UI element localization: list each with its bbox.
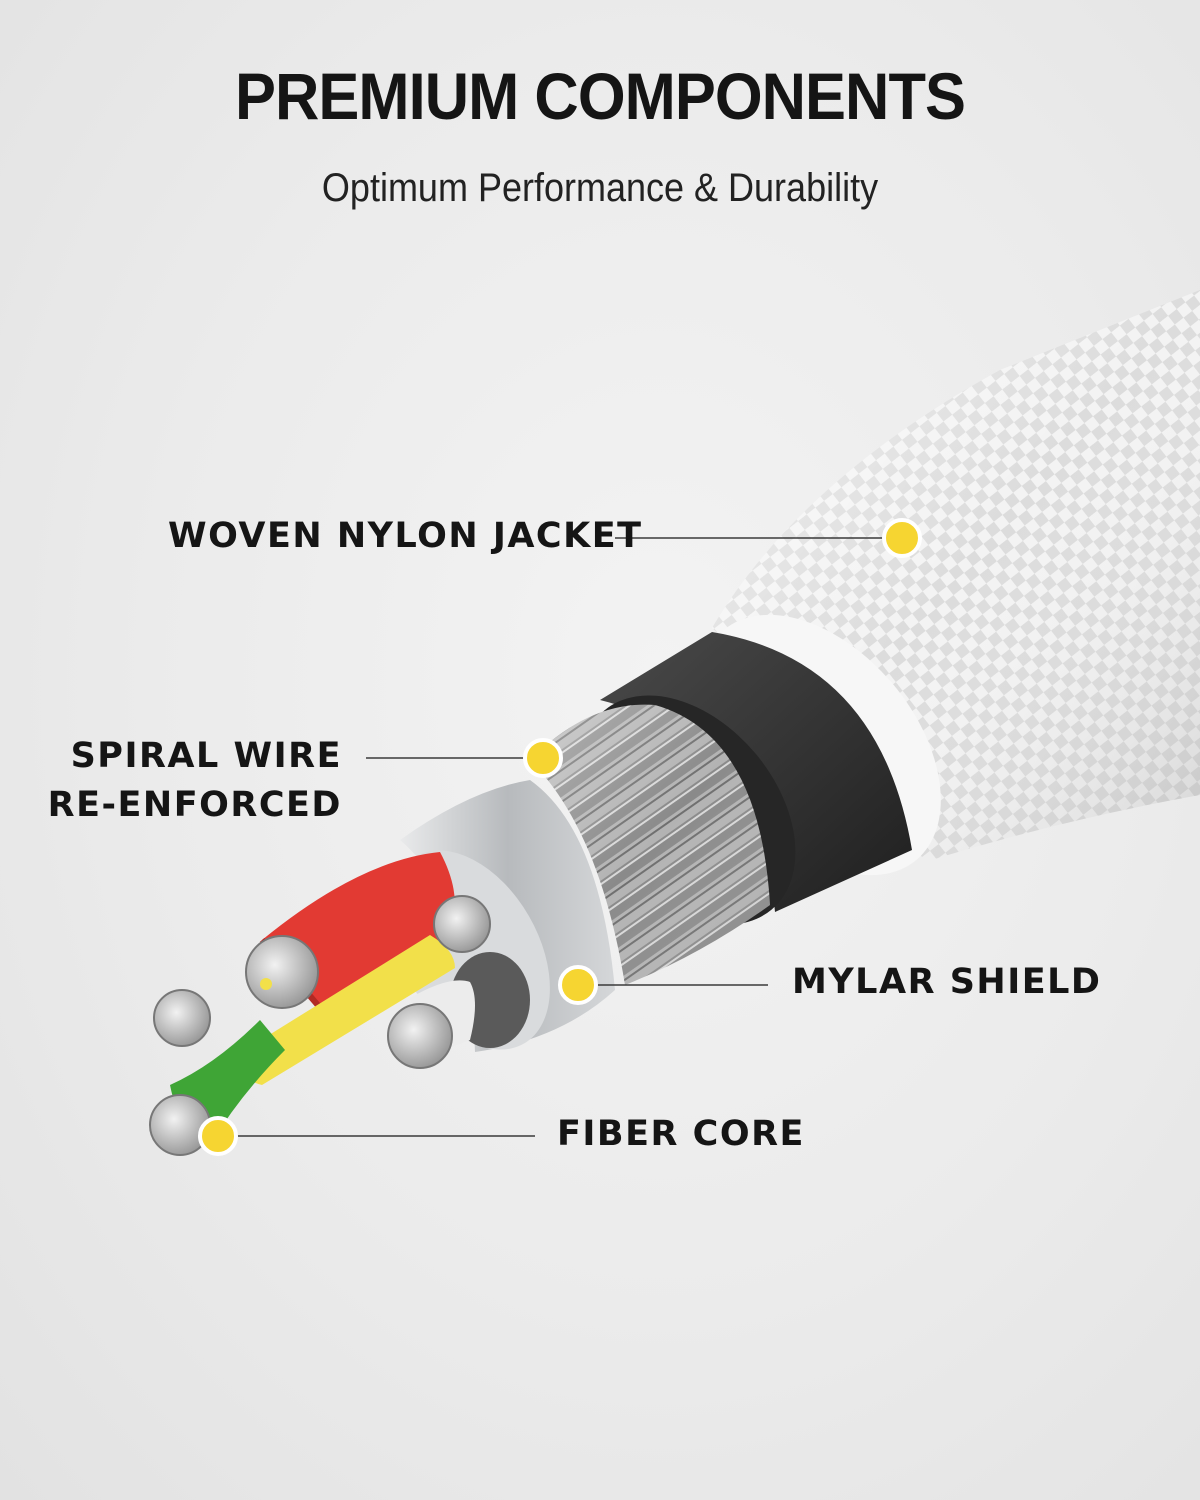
label-spiral-wire-line1: SPIRAL WIRE bbox=[70, 736, 342, 776]
spiral-wire-braid bbox=[530, 704, 770, 985]
callout-markers bbox=[198, 518, 922, 1156]
marker-dot-fiber bbox=[198, 1116, 238, 1156]
label-spiral-wire-line2: RE-ENFORCED bbox=[47, 785, 342, 825]
label-woven-nylon-jacket: WOVEN NYLON JACKET bbox=[168, 516, 643, 556]
marker-dot-spiral bbox=[523, 738, 563, 778]
label-mylar-shield: MYLAR SHIELD bbox=[792, 962, 1102, 1002]
leader-lines bbox=[218, 537, 902, 1137]
marker-dot-mylar bbox=[558, 965, 598, 1005]
marker-dot-jacket bbox=[882, 518, 922, 558]
label-spiral-wire: SPIRAL WIRE RE-ENFORCED bbox=[48, 732, 342, 830]
label-fiber-core: FIBER CORE bbox=[557, 1114, 805, 1154]
strand-bundles bbox=[149, 895, 491, 1156]
headline: PREMIUM COMPONENTS bbox=[234, 59, 966, 133]
inner-wires bbox=[149, 852, 491, 1156]
subheadline: Optimum Performance & Durability bbox=[321, 166, 879, 210]
